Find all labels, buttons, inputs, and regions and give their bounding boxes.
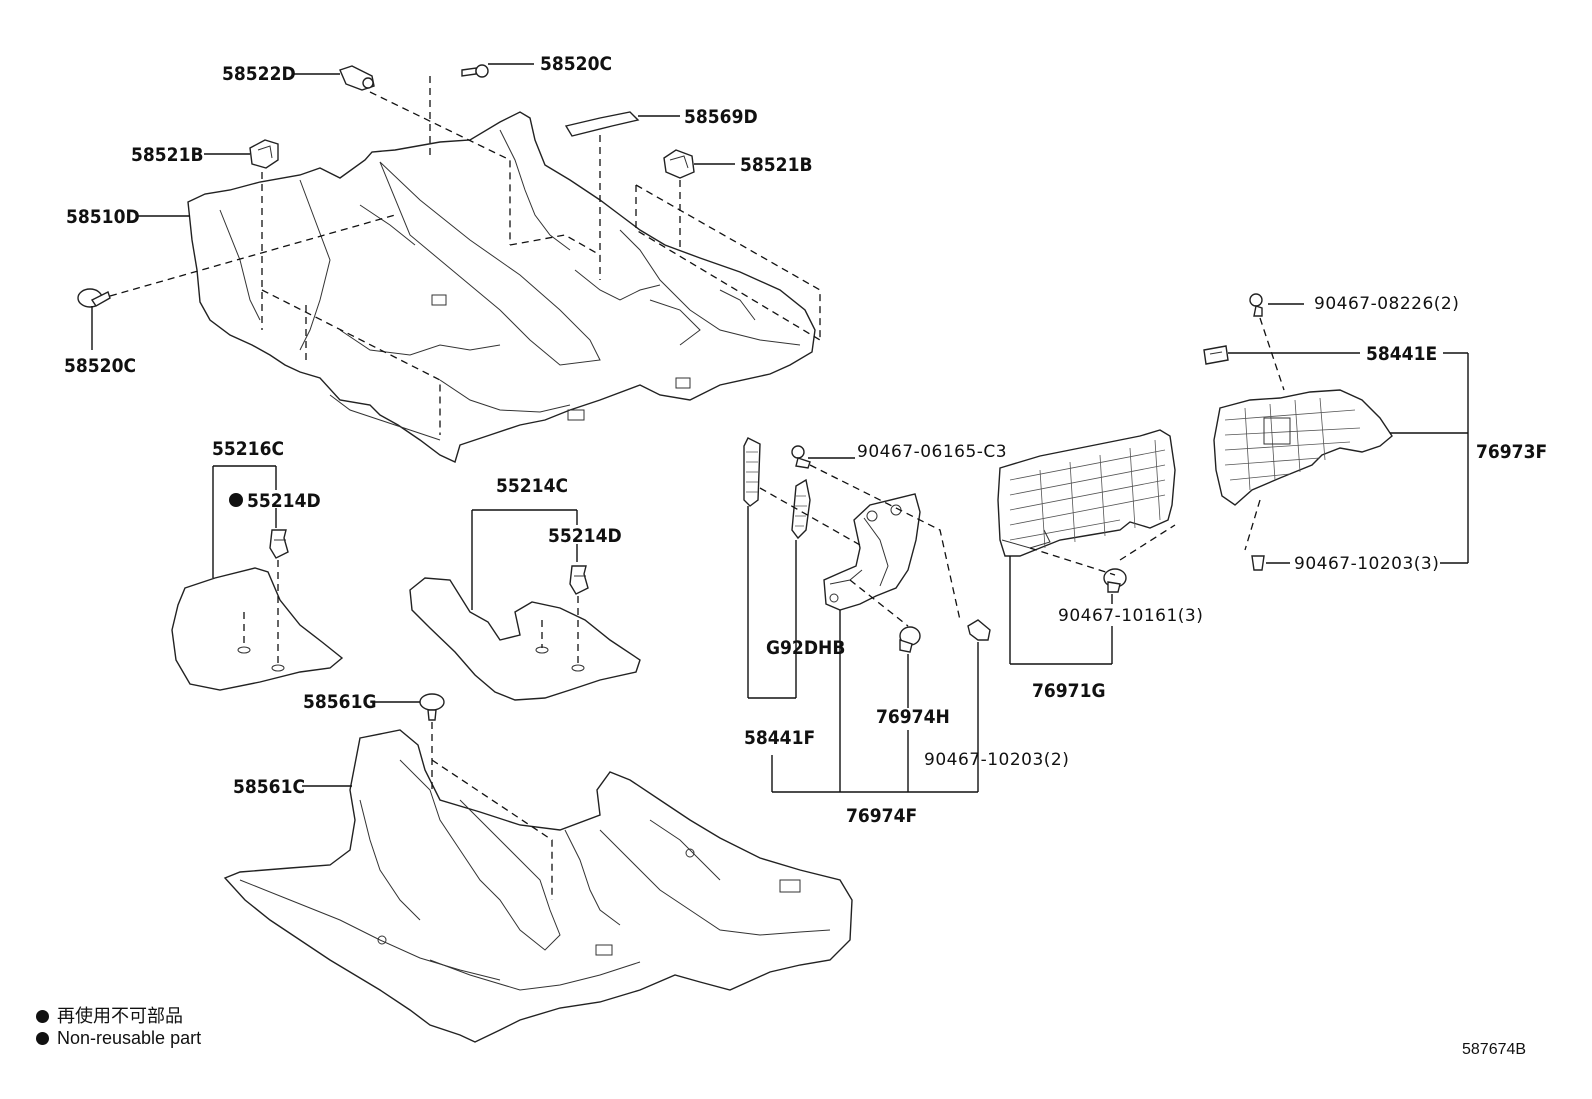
- label-55214D-right: 55214D: [548, 525, 622, 547]
- label-90467-10203-3: 90467-10203(3): [1294, 554, 1439, 574]
- clip-58522D: [339, 65, 375, 91]
- label-76974H: 76974H: [876, 706, 950, 728]
- legend-text-en: Non-reusable part: [57, 1028, 202, 1048]
- label-58441E: 58441E: [1366, 343, 1437, 365]
- leaders-rear: [1228, 303, 1469, 564]
- label-76971G: 76971G: [1032, 680, 1106, 702]
- bullet-icon: [36, 1032, 49, 1045]
- pin-58520C-bottom: [77, 288, 111, 308]
- bullet-icon: [36, 1010, 49, 1023]
- screw-58520C-top: [461, 64, 489, 78]
- floor-carpet-rear: [223, 729, 853, 1043]
- clip-58521B-left: [249, 139, 279, 169]
- label-55214D-left: 55214D: [247, 490, 321, 512]
- label-58521B-right: 58521B: [740, 154, 813, 176]
- quarter-trim-76971G: [997, 429, 1176, 557]
- bracket-58569D: [564, 111, 640, 137]
- legend-text-jp: 再使用不可部品: [57, 1006, 183, 1026]
- floor-mat-55216C: [171, 567, 344, 691]
- pillar-trim-76974F: [823, 493, 921, 611]
- label-55216C: 55216C: [212, 438, 284, 460]
- clip-90467-10203-3: [1251, 555, 1265, 571]
- fastener-55214D-right: [569, 565, 589, 595]
- floor-mat-55214C: [409, 577, 641, 701]
- label-58561C: 58561C: [233, 776, 305, 798]
- label-55214C: 55214C: [496, 475, 568, 497]
- clip-76974H: [899, 626, 921, 653]
- label-90467-10161-3: 90467-10161(3): [1058, 606, 1203, 626]
- floor-carpet-front: [187, 111, 816, 463]
- part-labels: 58522D 58520C 58569D 58521B 58521B 58510…: [64, 53, 1547, 827]
- label-G92DHB: G92DHB: [766, 637, 845, 659]
- leaders-bottom: [302, 701, 553, 900]
- leaders-top: [91, 63, 821, 435]
- label-58561G: 58561G: [303, 691, 377, 713]
- legend-non-reusable-en: Non-reusable part: [36, 1028, 201, 1049]
- label-58520C-bottom: 58520C: [64, 355, 136, 377]
- label-76973F: 76973F: [1476, 441, 1547, 463]
- label-90467-10203-2: 90467-10203(2): [924, 750, 1069, 770]
- label-90467-08226-2: 90467-08226(2): [1314, 294, 1459, 314]
- leaders-center: [747, 457, 979, 793]
- legend-non-reusable-jp: 再使用不可部品: [36, 1002, 183, 1028]
- leaders-mats: [212, 465, 579, 664]
- clip-58521B-right: [663, 149, 695, 179]
- trim-G92DHB-strip: [743, 437, 761, 507]
- clip-90467-10161: [1103, 568, 1127, 593]
- diagram-id: 587674B: [1462, 1041, 1527, 1058]
- fastener-55214D-left: [269, 529, 289, 559]
- bracket-58441E: [1203, 345, 1229, 365]
- label-58510D: 58510D: [66, 206, 140, 228]
- leaders-quarter: [1009, 524, 1176, 665]
- label-58522D: 58522D: [222, 63, 296, 85]
- screw-90467-06165: [791, 445, 811, 469]
- trim-G92DHB-pad: [791, 478, 811, 540]
- clip-90467-10203-2: [967, 619, 991, 641]
- bullet-55214D: [229, 493, 243, 507]
- label-58521B-left: 58521B: [131, 144, 204, 166]
- label-58520C-top: 58520C: [540, 53, 612, 75]
- label-58569D: 58569D: [684, 106, 758, 128]
- label-90467-06165-C3: 90467-06165-C3: [857, 442, 1007, 462]
- screw-90467-08226: [1249, 293, 1263, 317]
- clip-58561G: [419, 693, 445, 721]
- rear-trim-76973F: [1213, 389, 1393, 506]
- label-76974F: 76974F: [846, 805, 917, 827]
- label-58441F: 58441F: [744, 727, 815, 749]
